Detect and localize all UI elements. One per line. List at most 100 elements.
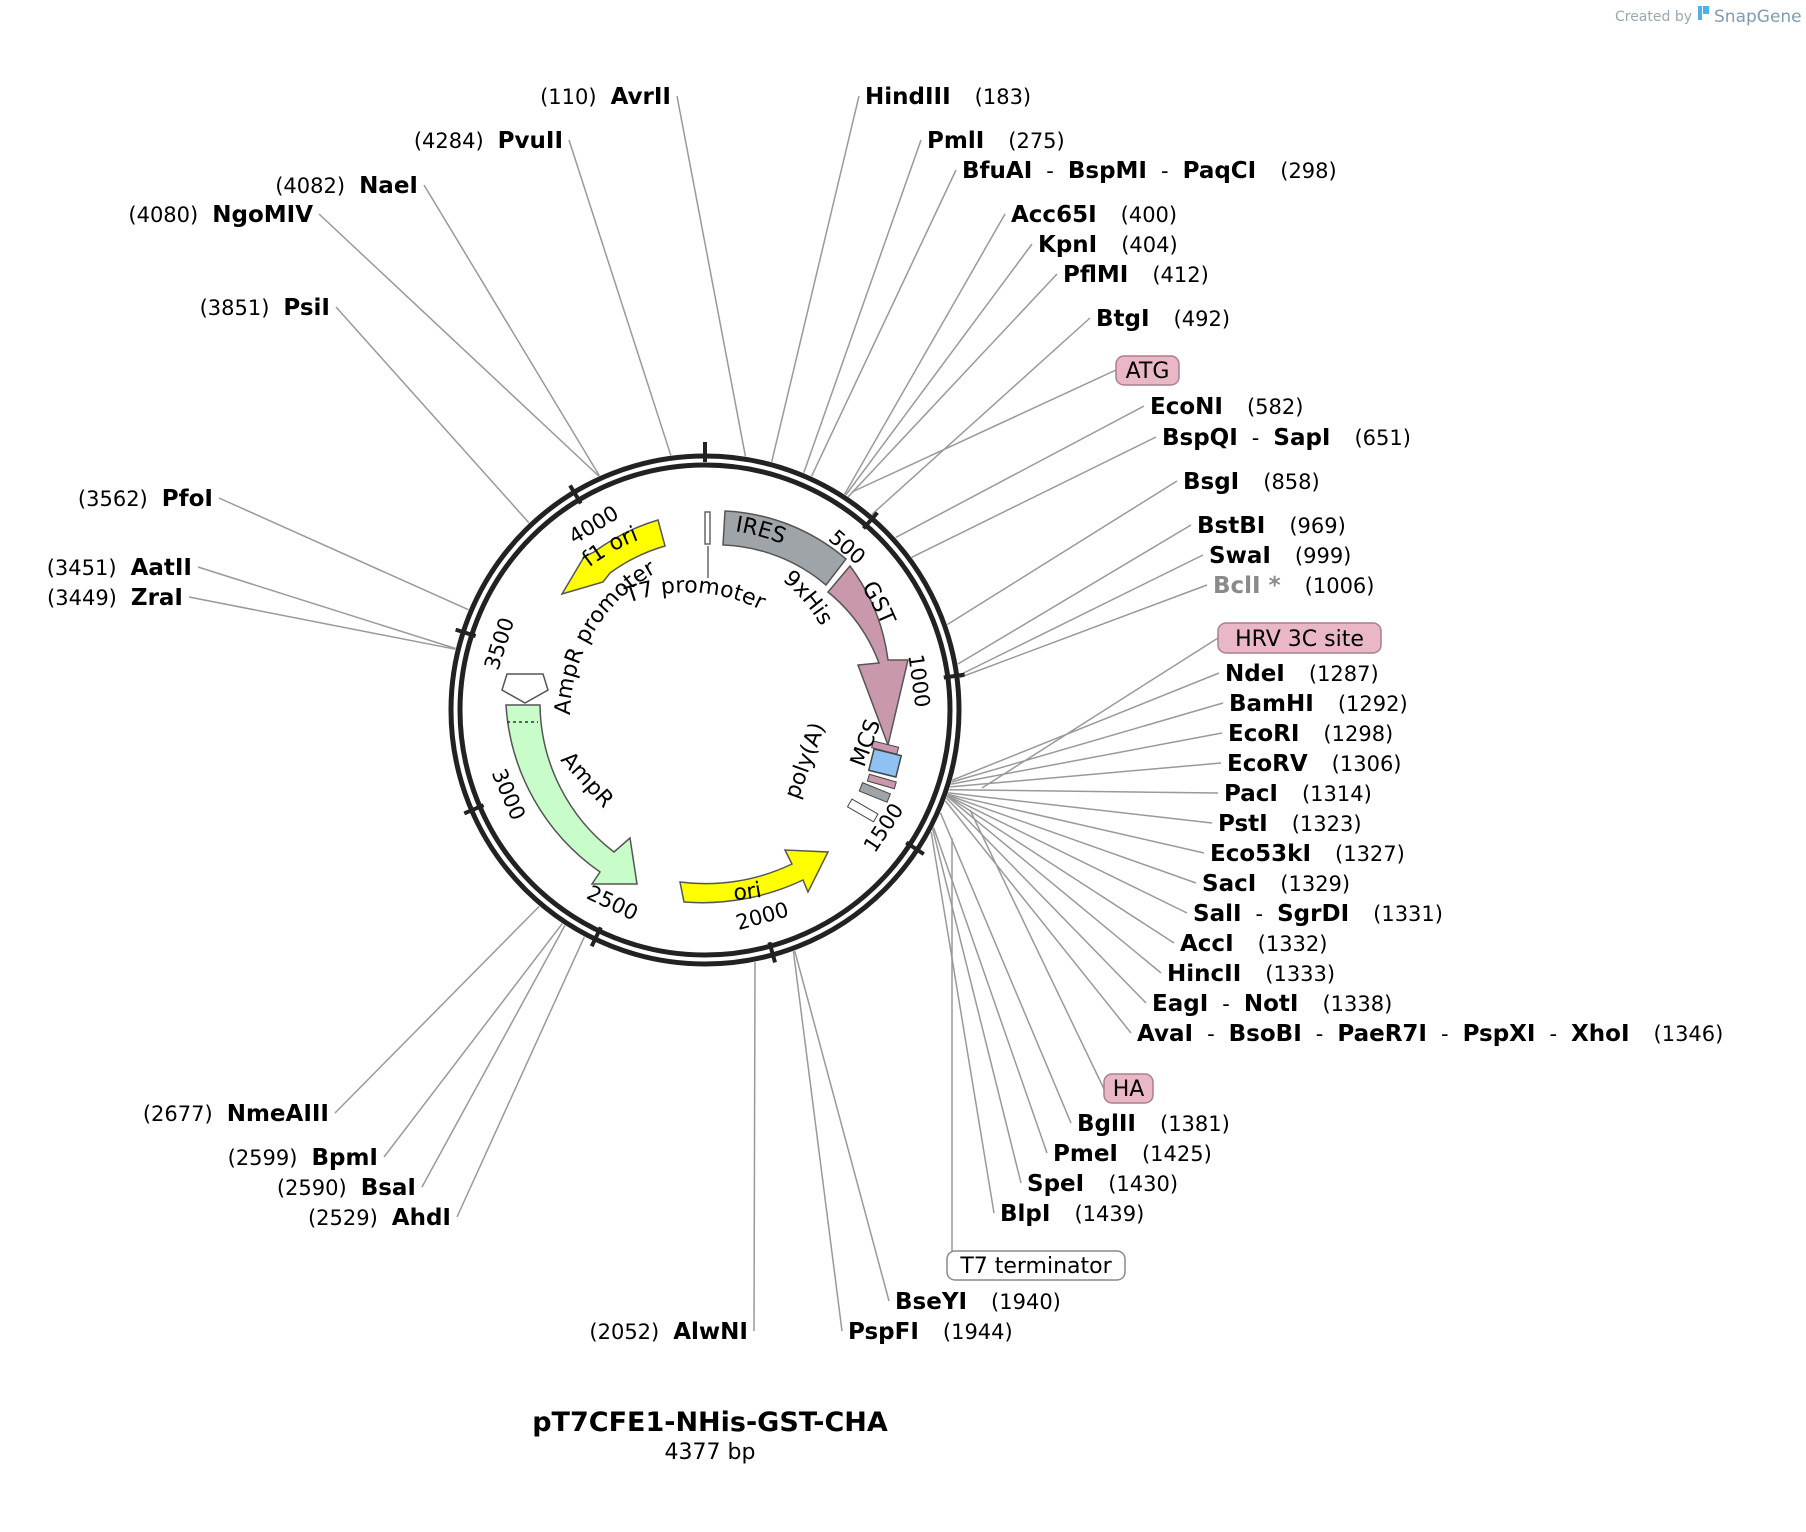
- restriction-site[interactable]: EcoRV(1306): [1227, 751, 1402, 777]
- site-position: (3851): [200, 296, 270, 320]
- restriction-site[interactable]: (3449)ZraI: [47, 585, 183, 611]
- restriction-site[interactable]: AccI(1332): [1180, 931, 1327, 957]
- svg-text:ori: ori: [733, 878, 764, 906]
- restriction-site[interactable]: SalI-SgrDI(1331): [1193, 901, 1443, 927]
- restriction-site[interactable]: BfuAI-BspMI-PaqCI(298): [962, 158, 1337, 184]
- enzyme-name: AccI: [1180, 931, 1234, 957]
- enzyme-name: PfoI: [162, 486, 213, 512]
- site-label: (3851)PsiI: [200, 295, 330, 321]
- site-leader-line: [957, 524, 1192, 665]
- site-position: (1381): [1160, 1112, 1230, 1136]
- enzyme-name: PspXI: [1463, 1021, 1536, 1047]
- tick-mark: [463, 803, 485, 816]
- restriction-site[interactable]: HincII(1333): [1167, 961, 1335, 987]
- enzyme-name: BclI *: [1213, 573, 1281, 599]
- site-leader-line: [944, 800, 1132, 1034]
- site-leader-line: [335, 306, 530, 524]
- restriction-site[interactable]: PstI(1323): [1218, 811, 1362, 837]
- enzyme-name: BstBI: [1197, 513, 1265, 539]
- restriction-site[interactable]: PspFI(1944): [848, 1319, 1013, 1345]
- restriction-site[interactable]: (4080)NgoMIV: [128, 202, 313, 228]
- restriction-site[interactable]: (4082)NaeI: [275, 173, 418, 199]
- restriction-site[interactable]: BglII(1381): [1077, 1111, 1230, 1137]
- site-leader-line: [951, 702, 1224, 783]
- restriction-site[interactable]: BlpI(1439): [1000, 1201, 1144, 1227]
- restriction-site[interactable]: (110)AvrII: [540, 84, 671, 110]
- site-position: (275): [1008, 129, 1064, 153]
- restriction-site[interactable]: EcoRI(1298): [1228, 721, 1393, 747]
- restriction-site[interactable]: Acc65I(400): [1011, 202, 1177, 228]
- restriction-site[interactable]: BstBI (969): [1197, 513, 1346, 539]
- site-label: HincII(1333): [1167, 961, 1335, 987]
- restriction-site[interactable]: (2529)AhdI: [308, 1205, 451, 1231]
- enzyme-name: SgrDI: [1277, 901, 1349, 927]
- feature-ori[interactable]: ori: [679, 849, 830, 906]
- site-leader-line: [950, 762, 1222, 788]
- restriction-site[interactable]: (3562)PfoI: [78, 486, 213, 512]
- restriction-site[interactable]: SpeI(1430): [1027, 1171, 1178, 1197]
- restriction-site[interactable]: KpnI(404): [1038, 232, 1178, 258]
- restriction-site[interactable]: (2677)NmeAIII: [143, 1101, 329, 1127]
- enzyme-name: NmeAIII: [227, 1101, 329, 1127]
- site-position: (999): [1295, 544, 1351, 568]
- restriction-site[interactable]: NdeI(1287): [1225, 661, 1379, 687]
- enzyme-name: SalI: [1193, 901, 1242, 927]
- site-position: (969): [1289, 514, 1345, 538]
- enzyme-name: EagI: [1152, 991, 1208, 1017]
- restriction-site[interactable]: PflMI(412): [1063, 262, 1209, 288]
- site-leader-line: [950, 732, 1223, 785]
- site-label: BtgI(492): [1096, 306, 1230, 332]
- restriction-site[interactable]: BclI *(1006): [1213, 573, 1375, 599]
- site-leader-line: [423, 184, 601, 477]
- restriction-site[interactable]: (3451)AatII: [47, 555, 192, 581]
- site-position: (183): [975, 85, 1031, 109]
- site-leader-line: [770, 95, 860, 462]
- boxed-label-ha[interactable]: HA: [969, 809, 1154, 1104]
- restriction-site[interactable]: SwaI(999): [1209, 543, 1351, 569]
- enzyme-name: PaeR7I: [1337, 1021, 1427, 1047]
- boxed-label-atg[interactable]: ATG: [851, 355, 1180, 493]
- site-position: (1333): [1265, 962, 1335, 986]
- site-name-separator: -: [1207, 1022, 1215, 1046]
- restriction-site[interactable]: PmlI(275): [927, 128, 1065, 154]
- restriction-site[interactable]: BtgI(492): [1096, 306, 1230, 332]
- restriction-site[interactable]: BspQI-SapI(651): [1162, 425, 1411, 451]
- enzyme-name: EcoRI: [1228, 721, 1299, 747]
- restriction-site[interactable]: PmeI(1425): [1053, 1141, 1212, 1167]
- restriction-site[interactable]: BsgI(858): [1183, 469, 1320, 495]
- site-position: (4284): [414, 129, 484, 153]
- site-name-separator: -: [1441, 1022, 1449, 1046]
- restriction-site[interactable]: (4284)PvuII: [414, 128, 563, 154]
- boxed-label-t7-terminator[interactable]: T7 terminator: [946, 838, 1126, 1281]
- restriction-site[interactable]: PacI(1314): [1224, 781, 1372, 807]
- feature-ampr[interactable]: AmpR: [505, 704, 638, 885]
- restriction-site[interactable]: (2052)AlwNI: [589, 1319, 748, 1345]
- boxed-label-text-atg: ATG: [1126, 359, 1170, 384]
- restriction-site[interactable]: HindIII(183): [865, 84, 1031, 110]
- site-leader-line: [930, 831, 995, 1214]
- enzyme-name: BsaI: [361, 1175, 416, 1201]
- restriction-site[interactable]: (2599)BpmI: [228, 1145, 378, 1171]
- feature-ires[interactable]: IRES: [722, 510, 848, 587]
- restriction-site[interactable]: BseYI(1940): [895, 1289, 1061, 1315]
- tick-mark: [943, 672, 965, 680]
- site-label: SpeI(1430): [1027, 1171, 1178, 1197]
- site-label: Eco53kI(1327): [1210, 841, 1405, 867]
- credit-brand: SnapGene: [1714, 7, 1802, 27]
- restriction-site[interactable]: EagI-NotI(1338): [1152, 991, 1392, 1017]
- restriction-site[interactable]: SacI(1329): [1202, 871, 1350, 897]
- site-label: BamHI(1292): [1229, 691, 1408, 717]
- site-name-separator: -: [1046, 159, 1054, 183]
- restriction-site[interactable]: AvaI-BsoBI-PaeR7I-PspXI-XhoI(1346): [1137, 1021, 1723, 1047]
- restriction-site[interactable]: (3851)PsiI: [200, 295, 330, 321]
- feature-label-polya: poly(A): [780, 719, 830, 802]
- restriction-site[interactable]: EcoNI(582): [1150, 394, 1303, 420]
- boxed-label-hrv-3c-site[interactable]: HRV 3C site: [981, 622, 1382, 789]
- site-leader-line: [456, 936, 585, 1218]
- restriction-site[interactable]: Eco53kI(1327): [1210, 841, 1405, 867]
- restriction-site[interactable]: BamHI(1292): [1229, 691, 1408, 717]
- enzyme-name: XhoI: [1571, 1021, 1629, 1047]
- restriction-site[interactable]: (2590)BsaI: [277, 1175, 416, 1201]
- site-position: (298): [1280, 159, 1336, 183]
- site-name-separator: -: [1316, 1022, 1324, 1046]
